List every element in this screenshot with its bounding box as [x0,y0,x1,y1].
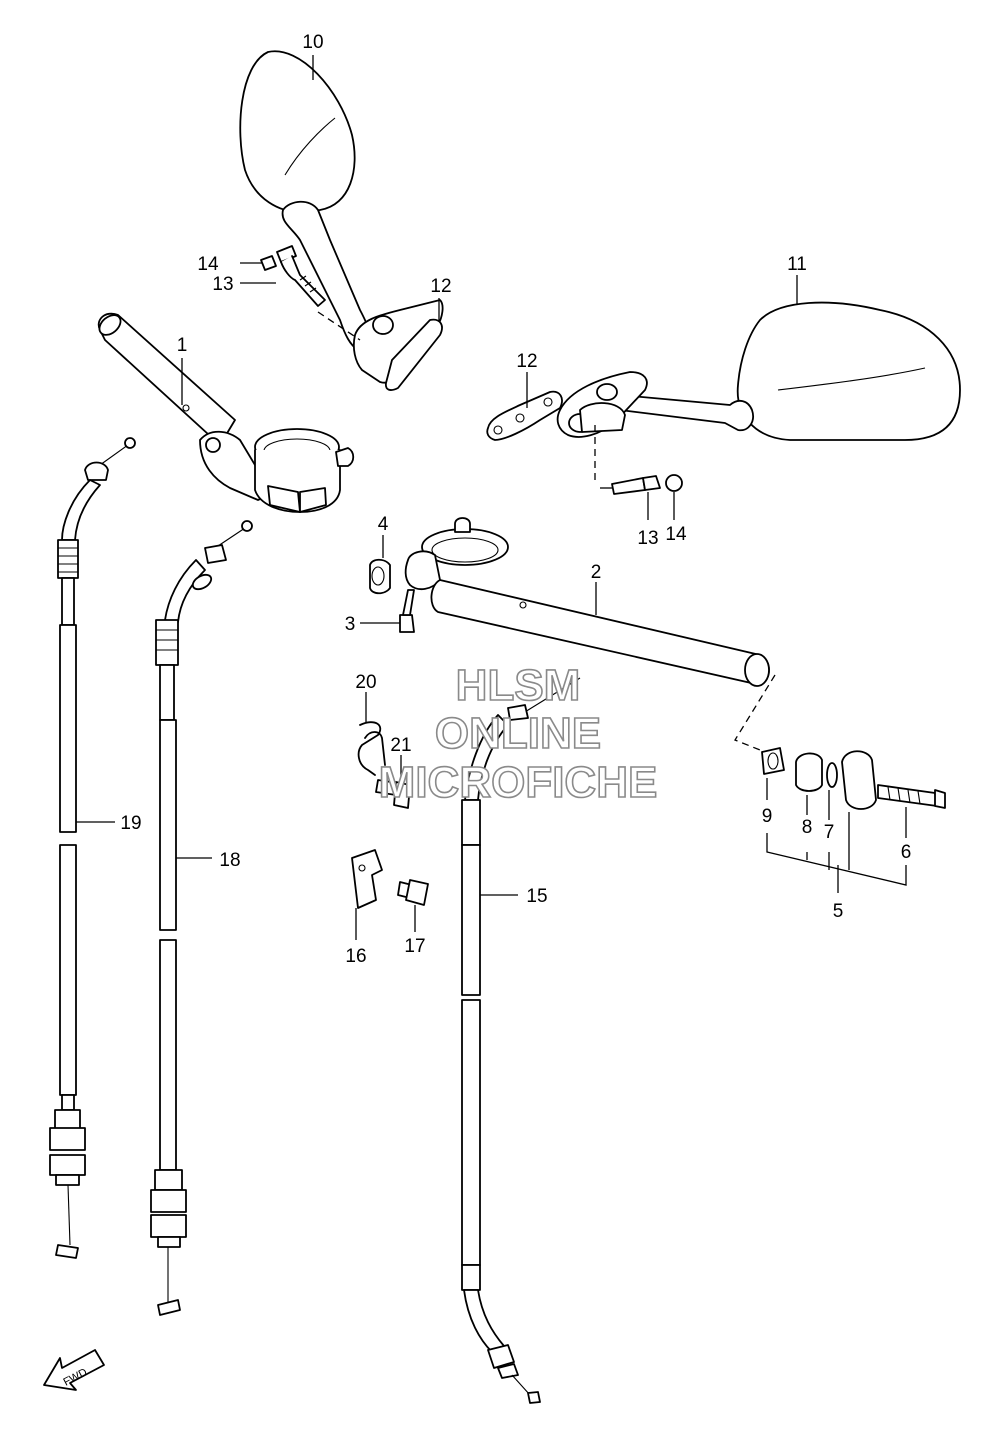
clip-20 [357,721,386,776]
fwd-arrow-icon: FWD [43,1349,105,1391]
bolt-3 [399,589,415,633]
bracket-12-right [486,390,563,441]
callout-11: 11 [787,254,807,275]
callout-2: 2 [591,562,602,583]
bar-end-assembly [761,747,946,810]
handlebar-right [404,517,770,687]
callout-3: 3 [345,614,356,635]
cable-19 [49,437,136,1259]
callout-19: 19 [120,813,141,834]
callout-17: 17 [404,936,425,957]
callout-13-right: 13 [637,528,658,549]
callout-6: 6 [901,842,912,863]
callout-18: 18 [219,850,240,871]
callout-10: 10 [302,32,323,53]
callout-labels: 1 2 3 4 5 6 7 8 9 10 11 12 12 13 13 14 1… [120,32,911,967]
callout-13-upper: 13 [212,274,233,295]
bolt-17 [397,879,429,906]
mirror-left [239,50,444,391]
watermark-line-2: ONLINE [435,709,601,758]
callout-4: 4 [378,514,389,535]
callout-20: 20 [355,672,376,693]
bolt-13-upper [276,245,326,307]
handlebar-left [97,312,355,513]
callout-7: 7 [824,822,835,843]
callout-14-upper: 14 [197,254,219,275]
callout-14-right: 14 [665,524,687,545]
cap-14-upper [260,255,277,271]
mirror-right [556,301,961,485]
watermark-line-3: MICROFICHE [379,758,658,807]
cap-14-right [665,474,683,492]
bolt-13-right [611,475,661,495]
callout-15: 15 [526,886,547,907]
watermark: HLSM ONLINE MICROFICHE [378,660,658,808]
bracket-16 [351,849,383,909]
collar-4 [369,558,391,595]
callout-12-upper: 12 [430,276,451,297]
callout-8: 8 [802,817,813,838]
callout-1: 1 [177,335,188,356]
cable-15 [461,677,581,1404]
watermark-line-1: HLSM [456,661,581,710]
cable-18 [150,520,253,1316]
callout-16: 16 [345,946,366,967]
callout-9: 9 [762,806,773,827]
bolt-21 [375,779,411,809]
callout-12-right: 12 [516,351,537,372]
callout-5: 5 [833,901,844,922]
callout-21: 21 [390,735,411,756]
